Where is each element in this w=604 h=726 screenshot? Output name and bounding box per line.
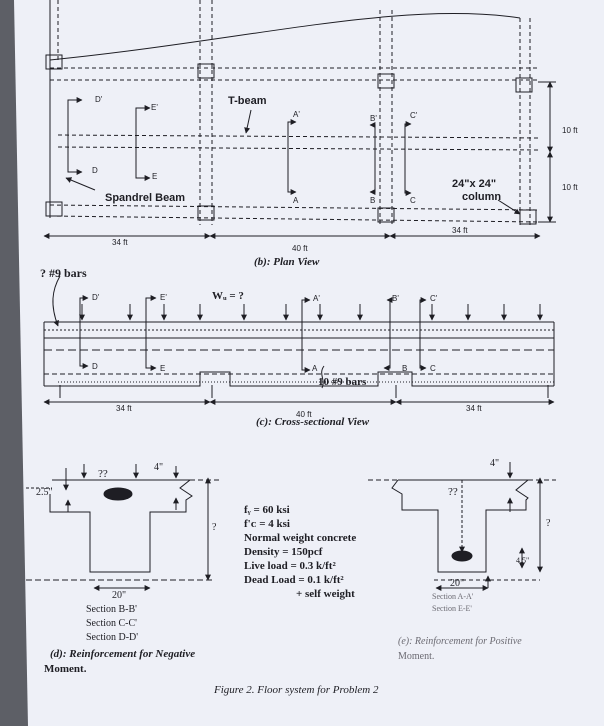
plan-view <box>43 0 556 239</box>
factored-load-label: Wᵤ = ? <box>212 290 244 302</box>
section-label-bb: Section B-B' <box>86 604 137 615</box>
cross-section-caption: (c): Cross-sectional View <box>256 416 370 428</box>
positive-moment-section <box>368 462 556 591</box>
pos-depth-unknown: ?? <box>448 486 458 498</box>
plan-dim-bottom-right: 10 ft <box>562 183 578 192</box>
section-mark-b-prime: B' <box>370 114 377 123</box>
section-mark-e-prime: E' <box>151 103 158 112</box>
cross-mark-b-prime: B' <box>392 294 399 303</box>
column-label: column <box>462 191 502 203</box>
cross-mark-e: E <box>160 364 166 373</box>
spandrel-beam-label: Spandrel Beam <box>105 192 186 204</box>
positive-moment-caption: (e): Reinforcement for Positive <box>398 636 522 647</box>
pos-web-width: 20" <box>450 578 465 589</box>
column-box <box>377 73 395 89</box>
plan-dim-top-right: 10 ft <box>562 126 578 135</box>
prop-self-weight: + self weight <box>296 588 355 600</box>
column-box <box>519 209 537 225</box>
plan-dim-left: 34 ft <box>112 238 128 247</box>
prop-fc: f'ᴄ = 4 ksi <box>244 518 290 530</box>
pos-cover: 4.5" <box>516 556 530 565</box>
prop-live-load: Live load = 0.3 k/ft² <box>244 560 336 572</box>
section-mark-b: B <box>370 196 376 205</box>
section-mark-a-prime: A' <box>293 110 300 119</box>
section-mark-a: A <box>293 196 299 205</box>
pos-flange-thickness: 4" <box>490 458 500 469</box>
column-box <box>515 77 533 93</box>
cross-mark-a: A <box>312 364 318 373</box>
negative-moment-section <box>26 464 222 591</box>
section-label-dd: Section D-D' <box>86 632 139 643</box>
neg-depth-unknown: ?? <box>98 468 108 480</box>
pos-height-unknown: ? <box>546 518 551 529</box>
section-label-aa: Section A-A' <box>432 592 474 601</box>
plan-dim-center: 40 ft <box>292 244 308 253</box>
tbeam-label: T-beam <box>228 95 267 107</box>
plan-view-caption: (b): Plan View <box>254 256 320 268</box>
column-box <box>45 54 63 70</box>
bottom-bars-label: 10 #9 bars <box>318 376 367 388</box>
cross-mark-c: C <box>430 364 436 373</box>
section-label-cc: Section C-C' <box>86 618 137 629</box>
section-mark-c: C <box>410 196 416 205</box>
column-box <box>45 201 63 217</box>
section-mark-d-prime: D' <box>95 95 103 104</box>
neg-flange-thickness: 4" <box>154 462 164 473</box>
prop-density: Density = 150pcf <box>244 546 323 558</box>
neg-cover: 2.5" <box>36 487 53 498</box>
negative-moment-caption-2: Moment. <box>44 663 87 675</box>
prop-fy: fᵧ = 60 ksi <box>244 504 290 516</box>
neg-web-width: 20" <box>112 590 127 601</box>
column-size-label: 24"x 24" <box>452 178 497 190</box>
section-label-ee: Section E-E' <box>432 604 472 613</box>
plan-dim-right: 34 ft <box>452 226 468 235</box>
prop-dead-load: Dead Load = 0.1 k/ft² <box>244 574 344 586</box>
positive-moment-caption-2: Moment. <box>398 651 435 662</box>
cross-dim-left: 34 ft <box>116 404 132 413</box>
cross-mark-d: D <box>92 362 98 371</box>
cross-mark-e-prime: E' <box>160 293 167 302</box>
cross-mark-d-prime: D' <box>92 293 100 302</box>
prop-concrete: Normal weight concrete <box>244 532 357 544</box>
section-mark-c-prime: C' <box>410 111 418 120</box>
column-box <box>197 205 215 221</box>
neg-height-unknown: ? <box>212 522 217 533</box>
cross-mark-c-prime: C' <box>430 294 438 303</box>
section-mark-d: D <box>92 166 98 175</box>
cross-mark-a-prime: A' <box>313 294 320 303</box>
cross-section-view <box>43 275 555 405</box>
negative-moment-caption: (d): Reinforcement for Negative <box>50 648 196 660</box>
column-box <box>197 63 215 79</box>
column-box <box>377 207 395 223</box>
section-mark-e: E <box>152 172 158 181</box>
top-bars-label: ? #9 bars <box>40 266 87 280</box>
cross-dim-center: 40 ft <box>296 410 312 419</box>
figure-caption: Figure 2. Floor system for Problem 2 <box>214 684 379 696</box>
cross-dim-right: 34 ft <box>466 404 482 413</box>
cross-mark-b: B <box>402 364 408 373</box>
